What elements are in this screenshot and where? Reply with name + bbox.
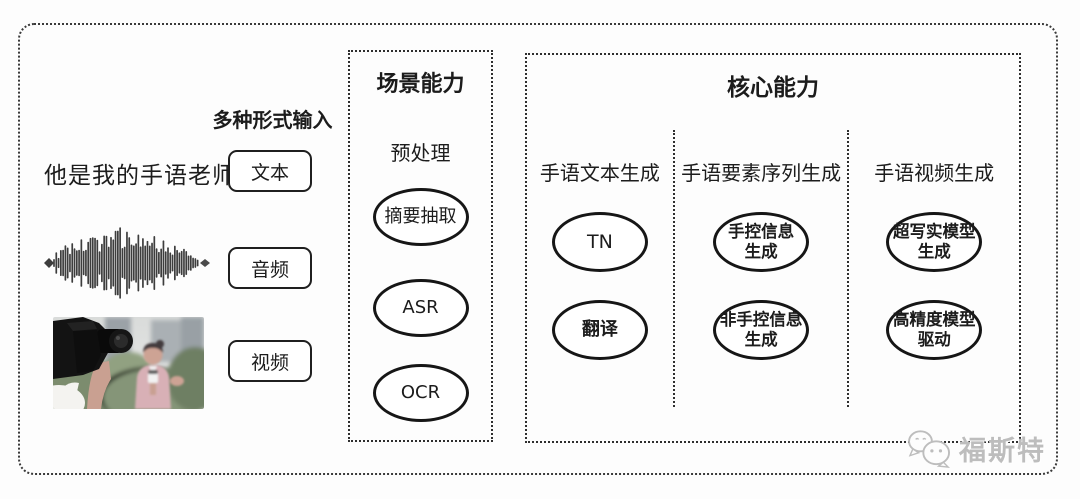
audio-waveform-icon xyxy=(44,227,210,299)
text-input-label: 文本 xyxy=(250,161,289,184)
node-manual-feature-generation: 手控信息 生成 xyxy=(713,212,810,272)
column-sl-video-generation: 手语视频生成 超写实模型 生成 高精度模型 驱动 xyxy=(847,130,1019,407)
node-ocr: OCR xyxy=(372,364,469,422)
text-input-box: 文本 xyxy=(228,150,312,192)
audio-input-box: 音频 xyxy=(228,247,312,289)
input-section-header: 多种形式输入 xyxy=(212,108,333,132)
node-asr: ASR xyxy=(372,279,469,337)
scene-capability-panel: 场景能力 预处理 摘要抽取 ASR OCR xyxy=(348,50,493,442)
node-tn: TN xyxy=(551,212,648,272)
watermark: 福斯特 xyxy=(906,428,1046,468)
column-sl-text-generation: 手语文本生成 TN 翻译 xyxy=(527,130,673,407)
column-header: 手语文本生成 xyxy=(539,161,660,185)
scene-panel-title: 场景能力 xyxy=(376,72,465,97)
column-header: 手语视频生成 xyxy=(874,161,995,185)
watermark-text: 福斯特 xyxy=(959,435,1046,467)
column-sl-element-sequence-generation: 手语要素序列生成 手控信息 生成 非手控信息 生成 xyxy=(672,130,848,407)
audio-input-label: 音频 xyxy=(250,258,289,281)
wechat-logo-icon xyxy=(908,430,951,468)
video-input-label: 视频 xyxy=(250,351,289,374)
node-non-manual-feature-generation: 非手控信息 生成 xyxy=(713,300,810,360)
node-high-precision-model-driving: 高精度模型 驱动 xyxy=(886,300,983,360)
node-translation: 翻译 xyxy=(551,300,648,360)
video-input-box: 视频 xyxy=(228,340,312,382)
core-capability-panel: 核心能力 手语文本生成 TN 翻译 手语要素序列生成 手控信息 生成 xyxy=(525,53,1021,443)
outer-dashed-border xyxy=(18,23,1058,475)
node-hyperrealistic-model-generation: 超写实模型 生成 xyxy=(886,212,983,272)
preprocessing-label: 预处理 xyxy=(390,141,451,165)
node-summary-extraction: 摘要抽取 xyxy=(372,188,469,246)
core-panel-title: 核心能力 xyxy=(727,75,819,101)
core-columns: 手语文本生成 TN 翻译 手语要素序列生成 手控信息 生成 非手控信息 xyxy=(527,130,1019,407)
sample-sentence-text: 他是我的手语老师 xyxy=(44,163,236,189)
video-thumbnail-reporter-photo xyxy=(53,317,204,409)
column-header: 手语要素序列生成 xyxy=(681,161,842,185)
